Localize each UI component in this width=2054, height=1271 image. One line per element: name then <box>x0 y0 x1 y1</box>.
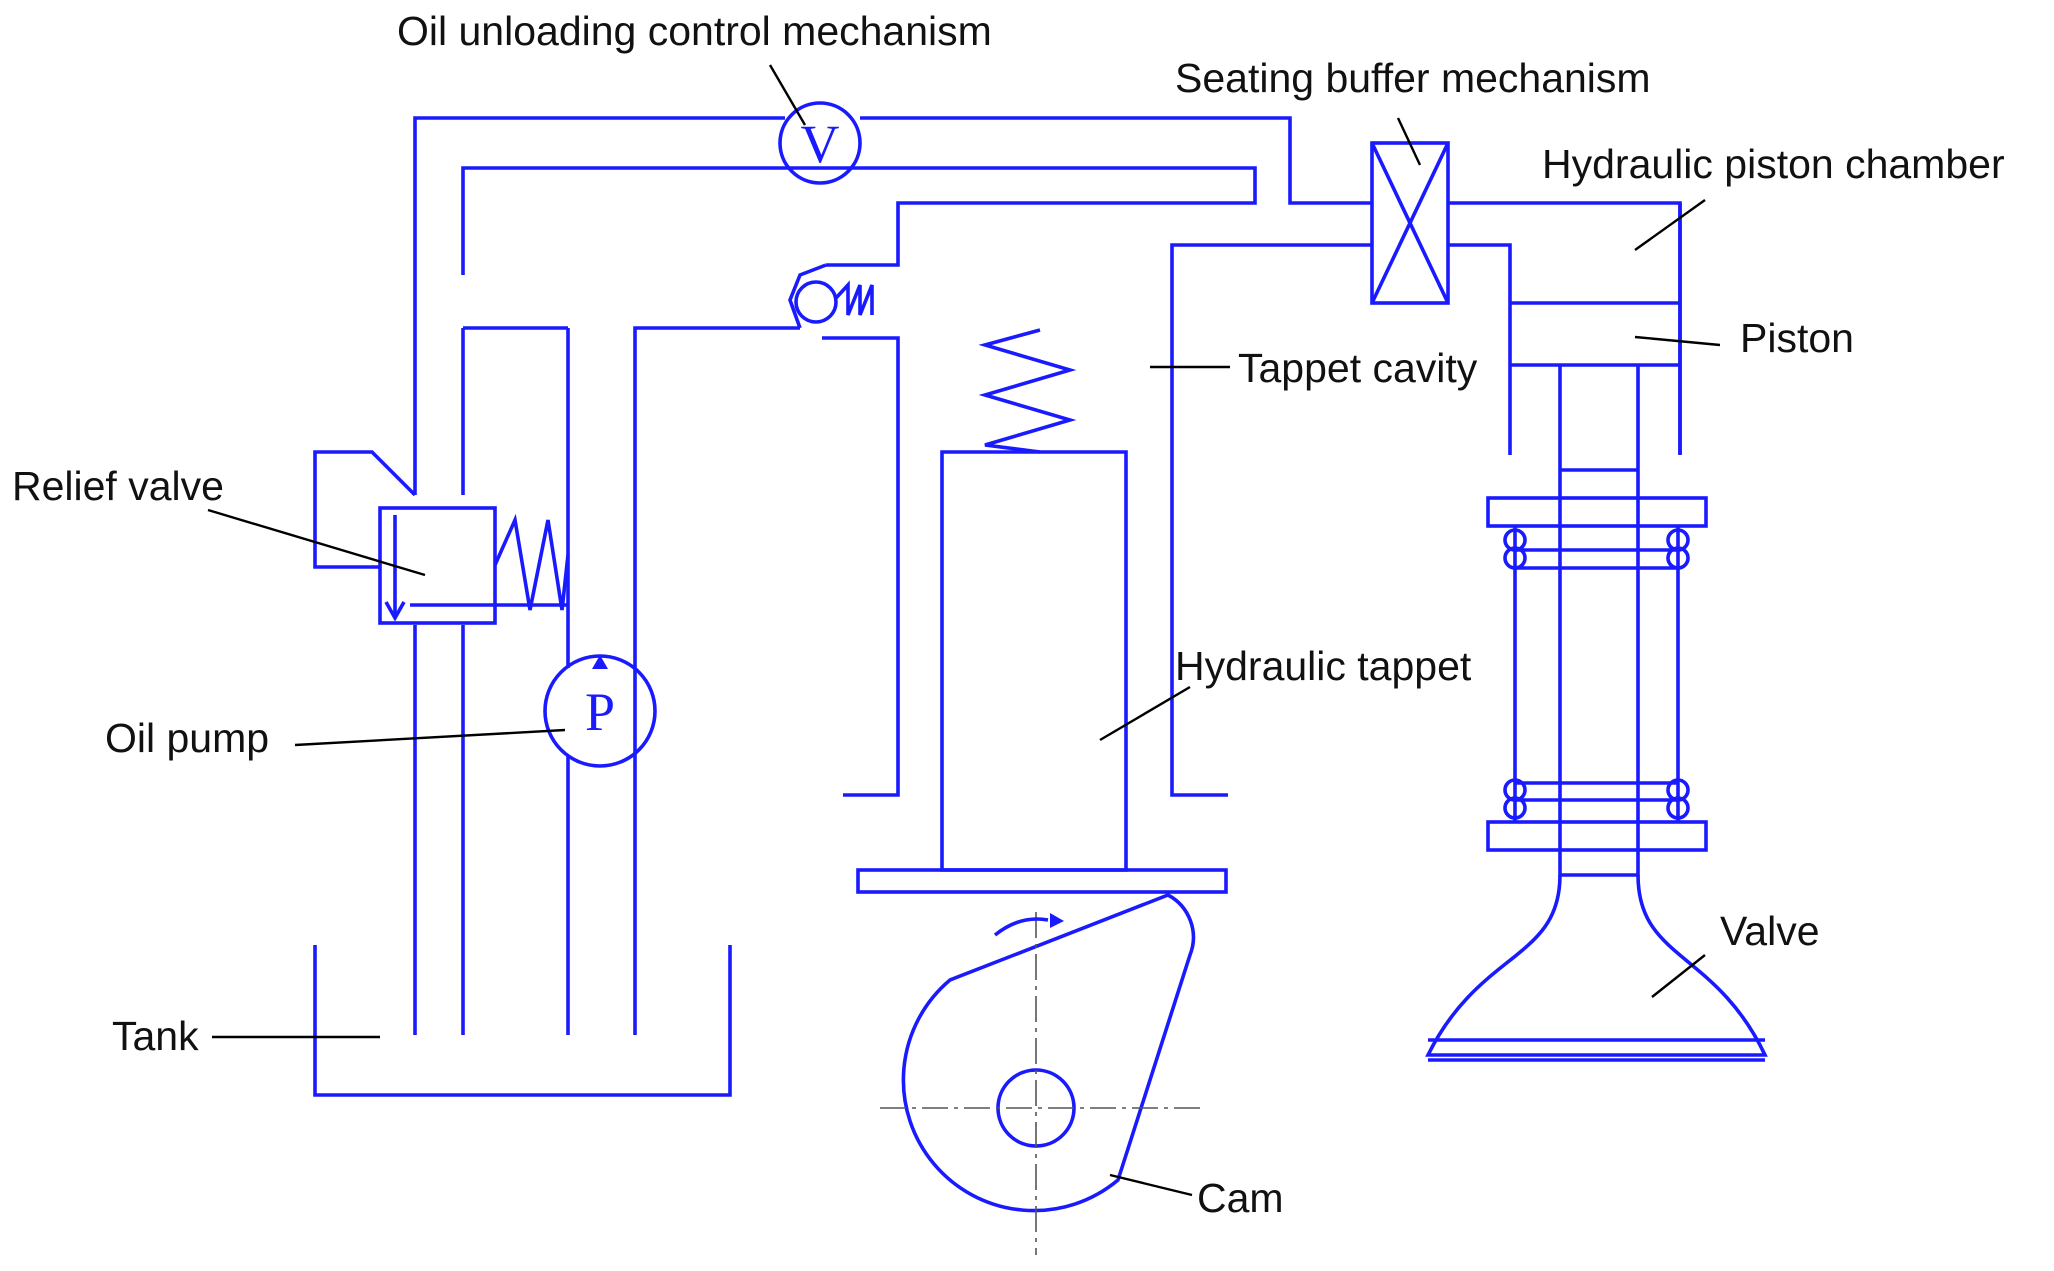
relief-valve-symbol <box>313 450 570 625</box>
seating-buffer-symbol <box>1370 141 1450 305</box>
valve-assembly-symbol <box>1425 203 1768 1062</box>
oil-pump-symbol: P <box>543 654 657 768</box>
tank <box>313 945 732 1097</box>
oil-lines <box>410 116 1682 1035</box>
labels: Oil unloading control mechanism Seating … <box>12 8 2005 1221</box>
label-hydraulic-tappet: Hydraulic tappet <box>1175 643 1472 689</box>
label-seating-buffer: Seating buffer mechanism <box>1175 55 1651 101</box>
hydraulic-tappet-symbol <box>856 328 1228 894</box>
leader-lines <box>207 64 1721 1197</box>
label-cam: Cam <box>1197 1175 1284 1221</box>
label-oil-pump: Oil pump <box>105 715 269 761</box>
unloading-valve-letter: V <box>801 114 840 174</box>
label-tank: Tank <box>112 1013 199 1059</box>
label-tappet-cavity: Tappet cavity <box>1238 345 1478 391</box>
oil-pump-letter: P <box>585 682 615 742</box>
cam-symbol <box>880 893 1205 1255</box>
label-hydraulic-piston-chamber: Hydraulic piston chamber <box>1542 141 2005 187</box>
check-valve-symbol <box>788 263 874 329</box>
label-relief-valve: Relief valve <box>12 463 224 509</box>
label-piston: Piston <box>1740 315 1854 361</box>
unloading-valve-symbol: V <box>778 101 862 185</box>
label-valve: Valve <box>1720 908 1820 954</box>
label-oil-unloading-control: Oil unloading control mechanism <box>397 8 992 54</box>
